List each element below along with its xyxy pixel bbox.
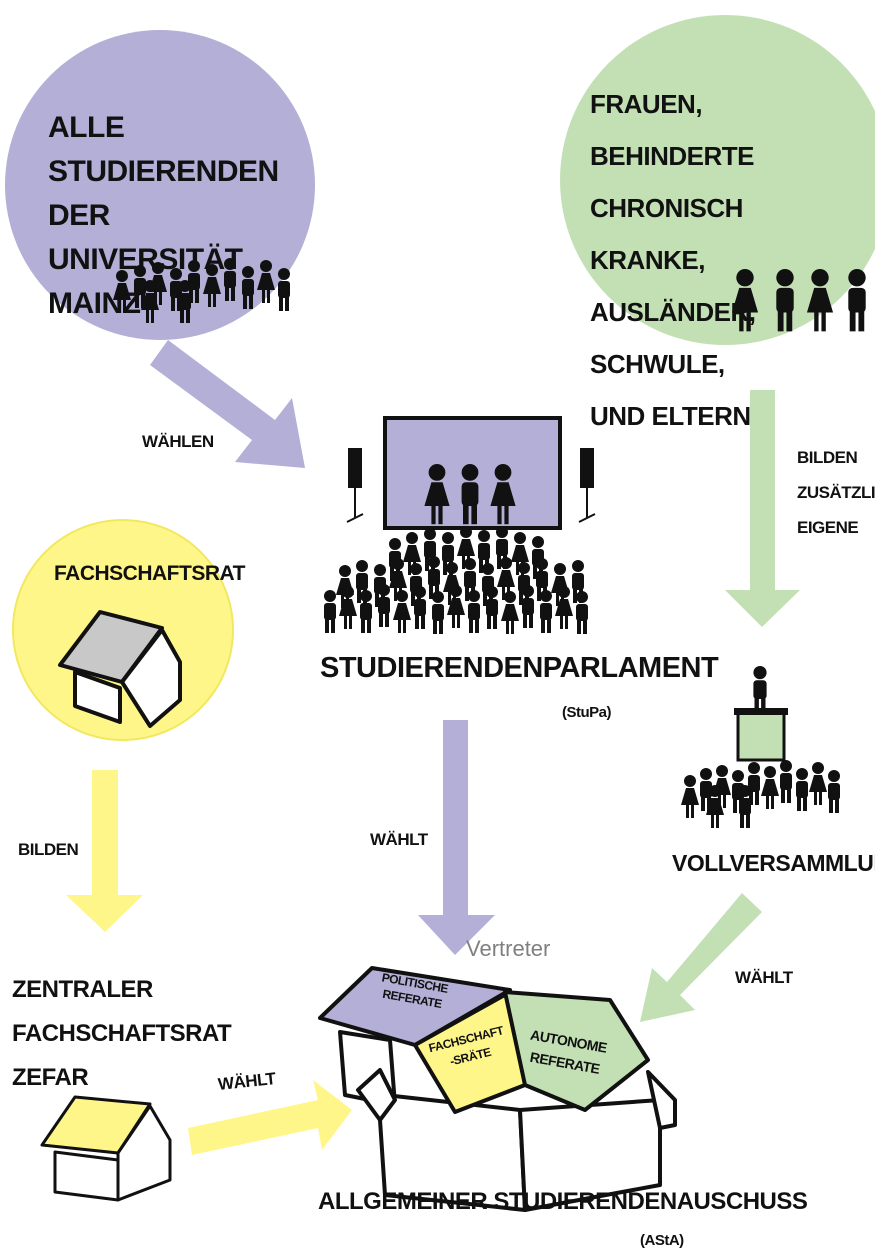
vollversammlung-title: Vollversammlung: [672, 850, 875, 876]
groups-circle-text: Frauen, Behinderte chronisch Kranke, Aus…: [590, 78, 860, 442]
label-waehlen: wählen: [142, 432, 214, 451]
bilden-zusaetzlich-line-2: zusätzlich: [797, 483, 875, 502]
bilden-zusaetzlich-line-1: bilden: [797, 448, 858, 467]
stupa-crowd-icon: [324, 526, 588, 634]
label-waehlt-stupa: wählt: [370, 830, 428, 849]
students-circle: [5, 30, 315, 340]
stupa-stage-icon: [346, 416, 596, 530]
label-waehlt-vollversammlung: wählt: [735, 968, 793, 987]
vertreter-label: Vertreter: [466, 936, 551, 961]
groups-line-2: chronisch Kranke,: [590, 193, 743, 275]
groups-line-3: Ausländer, Schwule,: [590, 297, 756, 379]
groups-line-4: und Eltern: [590, 401, 751, 431]
asta-abbr: (AStA): [640, 1232, 684, 1249]
arrow-bilden-zusaetzlich: [725, 390, 800, 627]
stupa-abbr: (StuPa): [562, 704, 612, 721]
bilden-zusaetzlich-line-3: eigene: [797, 518, 859, 537]
zefar-line-3: ZeFaR: [12, 1064, 89, 1091]
zefar-text: Zentraler Fachschaftsrat ZeFaR: [12, 968, 232, 1100]
students-circle-text: Alle Studierenden der Universität Mainz: [48, 106, 279, 326]
arrow-waehlt-stupa: [418, 720, 495, 955]
arrow-waehlt-zefar: [188, 1080, 352, 1155]
students-line-3: Mainz: [48, 287, 141, 320]
arrow-waehlt-vollversammlung: [640, 893, 762, 1022]
zefar-line-2: Fachschaftsrat: [12, 1020, 232, 1047]
fachschaftsrat-house-icon: [58, 610, 182, 728]
label-bilden-zusaetzlich: bilden zusätzlich eigene: [797, 440, 875, 545]
students-line-2: der Universität: [48, 199, 243, 276]
arrow-waehlen: [150, 340, 305, 468]
groups-circle: [560, 15, 875, 345]
asta-title: Allgemeiner Studierendenauschuss: [318, 1188, 808, 1215]
zefar-line-1: Zentraler: [12, 976, 153, 1003]
students-line-1: Alle Studierenden: [48, 111, 279, 188]
label-bilden: bilden: [18, 840, 79, 859]
arrow-bilden: [66, 770, 143, 932]
vollversammlung-icon: [681, 666, 840, 828]
stupa-title: Studierendenparlament: [320, 652, 719, 684]
fachschaftsrat-title: Fachschaftsrat: [54, 562, 245, 585]
groups-line-1: Frauen, Behinderte: [590, 89, 755, 171]
asta-building-icon: [318, 966, 677, 1212]
zefar-house-icon: [40, 1095, 172, 1202]
